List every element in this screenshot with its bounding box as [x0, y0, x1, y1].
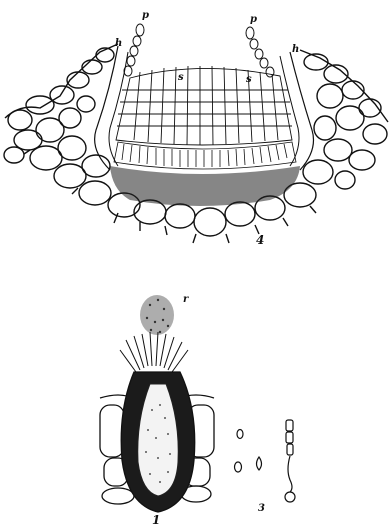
- label-r: r: [183, 294, 189, 305]
- peridium-left: [95, 46, 118, 170]
- label-p-right: p: [250, 14, 257, 25]
- hymenium: [114, 142, 296, 169]
- spore-cloud: [140, 295, 174, 335]
- hyphae-tuft: [120, 332, 188, 372]
- label-figure-1: 1: [152, 513, 160, 527]
- label-h-left: h: [115, 38, 122, 49]
- label-p-left: p: [142, 10, 149, 21]
- paraphysis-right: [246, 27, 274, 77]
- figure-1-flask-section: [100, 295, 214, 512]
- figure-4-cup-section: [4, 24, 388, 243]
- host-tissue-right: [284, 50, 388, 207]
- label-s-right: s: [246, 74, 252, 85]
- peridium-right-inner: [280, 56, 299, 166]
- label-figure-4: 4: [256, 233, 264, 247]
- label-s-left: s: [178, 72, 184, 83]
- label-figure-3: 3: [258, 503, 265, 514]
- spore-mass: [116, 66, 292, 145]
- spore-2: [235, 462, 242, 472]
- spore-1: [237, 430, 243, 439]
- figure-3-spores: [235, 420, 296, 502]
- label-h-right: h: [292, 44, 299, 55]
- peridium-left-inner: [109, 52, 128, 166]
- stippled-base: [110, 166, 300, 206]
- germ-tube: [285, 420, 295, 502]
- spore-3-germinating: [257, 457, 262, 470]
- paraphysis-left: [124, 24, 144, 76]
